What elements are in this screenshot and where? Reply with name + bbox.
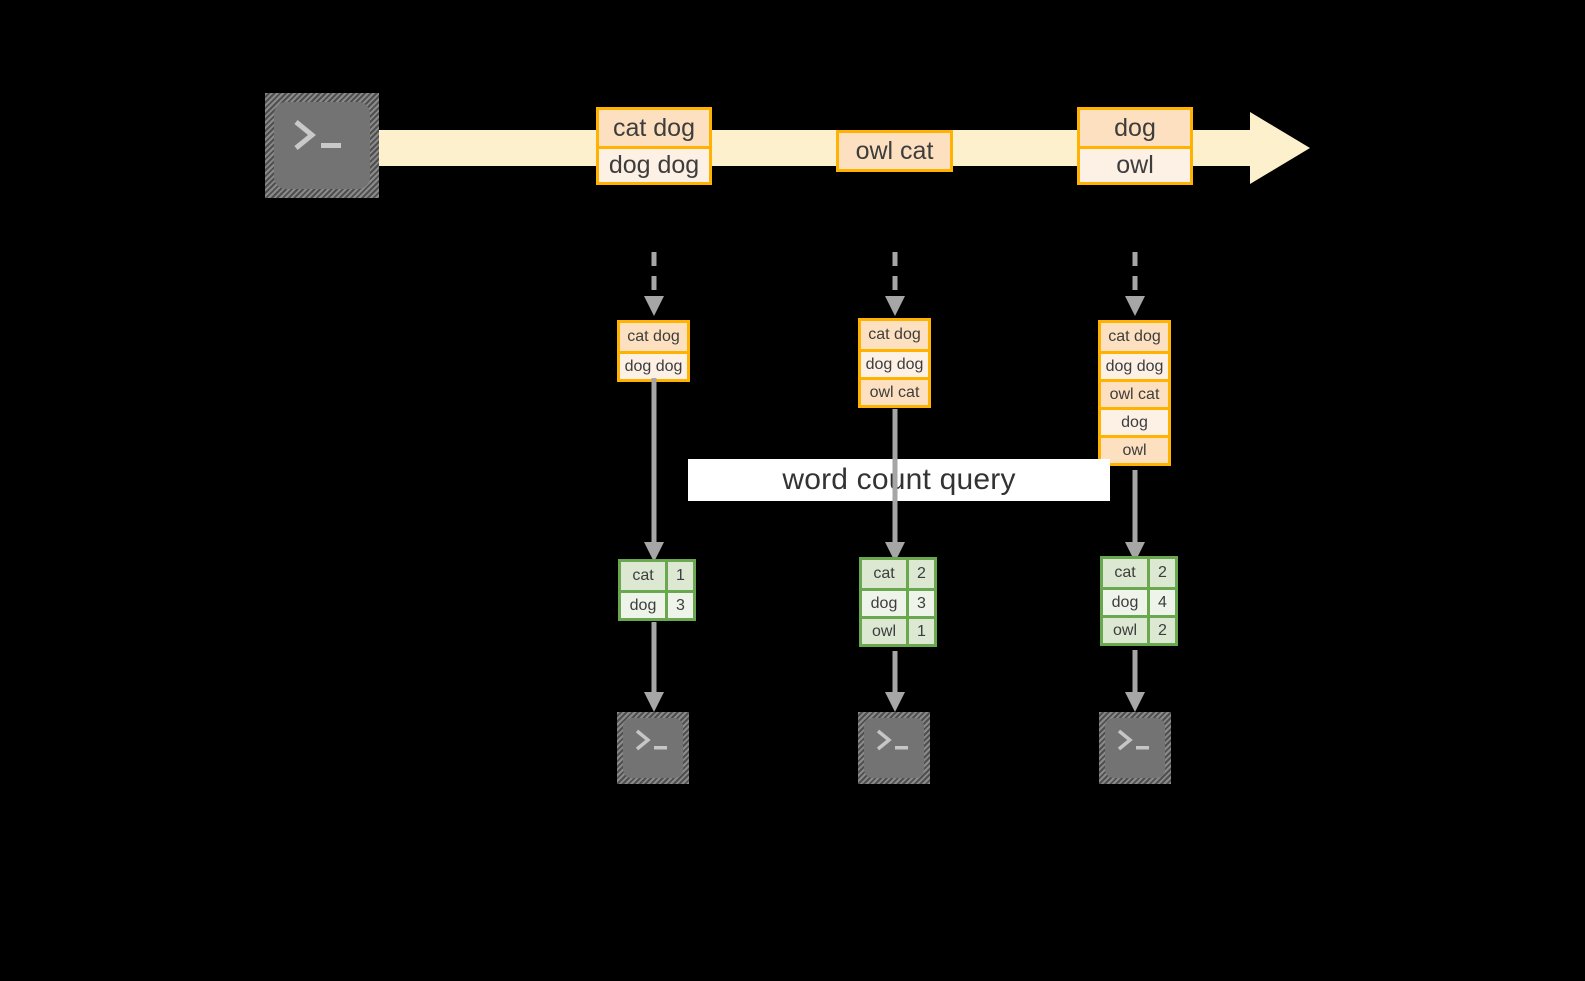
event-line: cat dog [599, 110, 709, 146]
terminal-prompt-glyph [294, 120, 341, 150]
terminal-screen [623, 718, 683, 778]
table-row: cat 2 [862, 560, 934, 588]
terminal-prompt-glyph [1117, 729, 1149, 751]
list-item: owl [1101, 435, 1168, 463]
table-row: owl 2 [1103, 615, 1175, 643]
output-connector-3 [1125, 650, 1145, 712]
timeline-event-2[interactable]: owl cat [836, 130, 953, 172]
word-cell: owl [862, 619, 906, 644]
list-item: dog dog [620, 351, 687, 379]
timeline-event-3[interactable]: dog owl [1077, 107, 1193, 185]
table-row: owl 1 [862, 616, 934, 644]
dashed-connector-3 [1125, 252, 1145, 316]
count-cell: 1 [665, 562, 693, 590]
event-line: dog [1080, 110, 1190, 146]
table-row: dog 3 [862, 588, 934, 616]
list-item: dog [1101, 407, 1168, 435]
producer-terminal-icon [265, 93, 379, 198]
accumulated-list-1[interactable]: cat dog dog dog [617, 320, 690, 382]
list-item: cat dog [861, 321, 928, 349]
count-cell: 1 [906, 619, 934, 644]
table-row: cat 2 [1103, 559, 1175, 587]
table-row: dog 4 [1103, 587, 1175, 615]
count-cell: 2 [906, 560, 934, 588]
word-cell: dog [1103, 590, 1147, 615]
list-item: dog dog [1101, 351, 1168, 379]
word-cell: dog [862, 591, 906, 616]
terminal-prompt-glyph [635, 729, 667, 751]
terminal-prompt-glyph [876, 729, 908, 751]
terminal-screen [1105, 718, 1165, 778]
accumulated-list-2[interactable]: cat dog dog dog owl cat [858, 318, 931, 408]
word-cell: dog [621, 593, 665, 618]
list-item: owl cat [861, 377, 928, 405]
dashed-connector-2 [885, 252, 905, 316]
word-cell: owl [1103, 618, 1147, 643]
event-line: dog dog [599, 146, 709, 182]
terminal-screen [864, 718, 924, 778]
output-connector-2 [885, 651, 905, 712]
table-row: dog 3 [621, 590, 693, 618]
result-table-1[interactable]: cat 1 dog 3 [618, 559, 696, 621]
query-connector-2 [885, 409, 905, 562]
terminal-screen [274, 102, 370, 189]
consumer-terminal-3-icon [1099, 712, 1171, 784]
word-cell: cat [1103, 559, 1147, 587]
word-cell: cat [621, 562, 665, 590]
consumer-terminal-2-icon [858, 712, 930, 784]
result-table-3[interactable]: cat 2 dog 4 owl 2 [1100, 556, 1178, 646]
output-connector-1 [644, 622, 664, 712]
consumer-terminal-1-icon [617, 712, 689, 784]
dashed-connector-1 [644, 252, 664, 316]
query-label: word count query [782, 463, 1016, 496]
count-cell: 3 [906, 591, 934, 616]
timeline-event-1[interactable]: cat dog dog dog [596, 107, 712, 185]
count-cell: 4 [1147, 590, 1175, 615]
count-cell: 3 [665, 593, 693, 618]
list-item: cat dog [1101, 323, 1168, 351]
event-line: owl [1080, 146, 1190, 182]
list-item: dog dog [861, 349, 928, 377]
accumulated-list-3[interactable]: cat dog dog dog owl cat dog owl [1098, 320, 1171, 466]
count-cell: 2 [1147, 559, 1175, 587]
count-cell: 2 [1147, 618, 1175, 643]
table-row: cat 1 [621, 562, 693, 590]
query-connector-1 [644, 378, 664, 562]
list-item: owl cat [1101, 379, 1168, 407]
query-connector-3 [1125, 470, 1145, 562]
word-cell: cat [862, 560, 906, 588]
result-table-2[interactable]: cat 2 dog 3 owl 1 [859, 557, 937, 647]
event-line: owl cat [839, 133, 950, 169]
list-item: cat dog [620, 323, 687, 351]
query-band: word count query [688, 459, 1110, 501]
